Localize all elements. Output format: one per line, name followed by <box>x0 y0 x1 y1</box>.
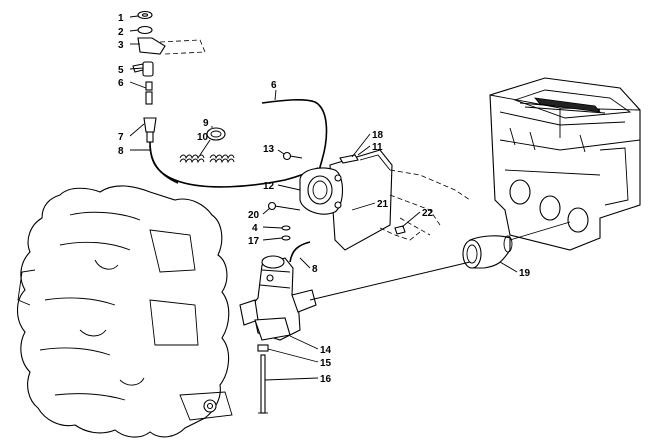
callout-5: 5 <box>118 65 124 76</box>
callout-22: 22 <box>422 208 434 219</box>
callout-8-carb: 8 <box>312 264 318 275</box>
intake-boot <box>462 235 513 269</box>
engine-block <box>16 185 233 438</box>
callout-8: 8 <box>118 146 124 157</box>
airbox <box>489 77 641 251</box>
centerline <box>309 221 571 301</box>
part-8-carb-hose <box>289 241 311 263</box>
part-13-bolt <box>282 151 292 161</box>
part-4-washer <box>281 225 291 231</box>
carb-mount <box>282 149 471 251</box>
callout-2: 2 <box>118 27 124 38</box>
callout-20: 20 <box>248 210 260 221</box>
part-18-screw <box>339 154 359 164</box>
callout-15: 15 <box>320 358 332 369</box>
callout-6: 6 <box>118 78 124 89</box>
part-15-washer <box>257 344 269 352</box>
callout-11: 11 <box>372 142 383 153</box>
part-10-spring <box>179 154 205 160</box>
callout-7: 7 <box>118 132 124 143</box>
leader-lines <box>129 15 518 381</box>
part-11-bracket <box>329 149 393 251</box>
part-17-nut <box>281 235 291 241</box>
callout-12: 12 <box>263 181 275 192</box>
fasteners <box>267 201 301 241</box>
callout-4: 4 <box>252 223 258 234</box>
callout-17: 17 <box>248 236 260 247</box>
part-6-hose <box>145 91 153 105</box>
callout-10: 10 <box>197 132 209 143</box>
callout-16: 16 <box>320 374 332 385</box>
callout-3: 3 <box>118 40 124 51</box>
part-7-filter <box>143 117 157 133</box>
callouts: 1 2 3 5 6 7 8 9 10 6 13 18 11 12 21 20 4… <box>118 13 531 385</box>
callout-19: 19 <box>519 268 531 279</box>
part-6-vent-hose <box>261 98 328 179</box>
callout-6-upper: 6 <box>271 80 277 91</box>
callout-21: 21 <box>377 199 389 210</box>
part-3-bracket <box>137 37 166 55</box>
part-22-nut <box>394 225 406 235</box>
callout-13: 13 <box>263 144 275 155</box>
callout-14: 14 <box>320 345 332 356</box>
fuel-valve-assembly <box>132 10 319 188</box>
callout-9: 9 <box>203 118 209 129</box>
part-16-drain-tube <box>260 354 266 414</box>
carburetor <box>239 241 317 414</box>
part-2-washer <box>137 25 153 35</box>
part-8-fuel-line <box>149 141 319 188</box>
part-5-valve <box>142 61 154 77</box>
clamp-and-spring <box>179 127 235 164</box>
callout-1: 1 <box>118 13 124 24</box>
callout-18: 18 <box>372 130 384 141</box>
part-9-clamp <box>206 127 226 141</box>
